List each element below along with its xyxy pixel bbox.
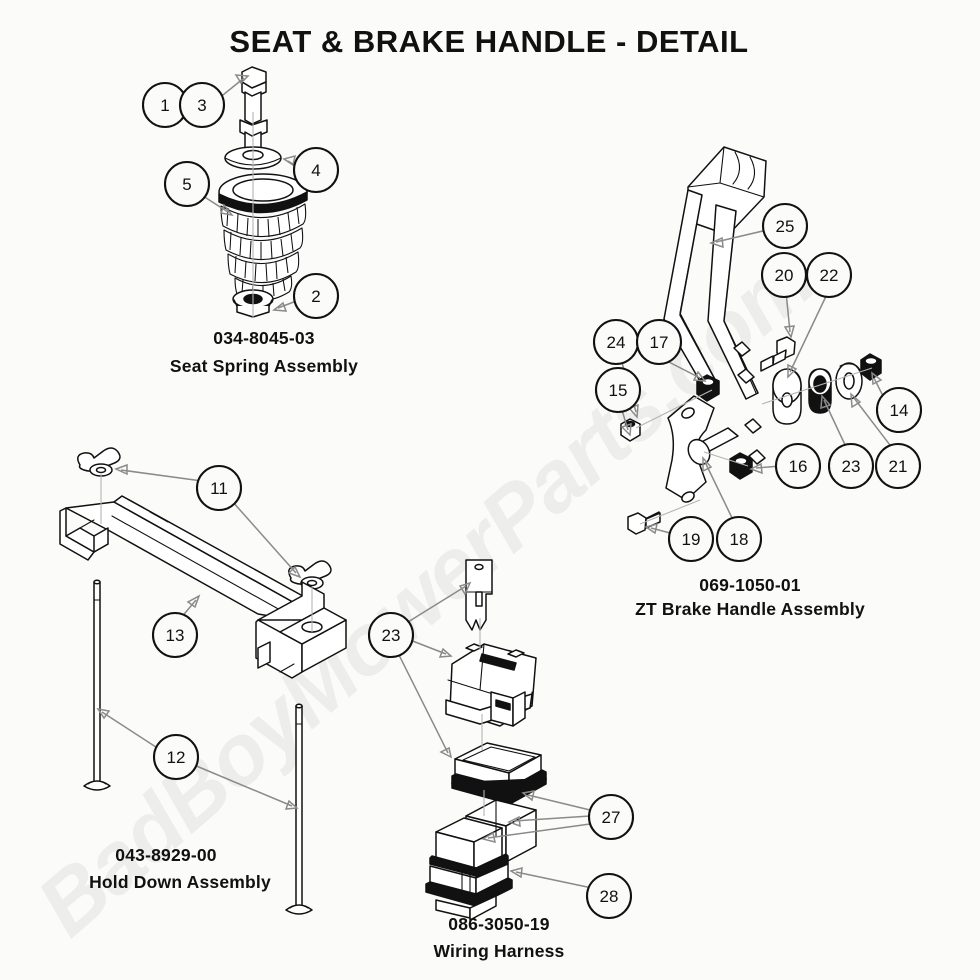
callout-21[interactable]: 21	[874, 442, 922, 490]
hold-down-leaders	[96, 463, 302, 810]
callout-12[interactable]: 12	[152, 733, 200, 781]
callout-20-label: 20	[775, 266, 794, 285]
brake-part-number: 069-1050-01	[699, 575, 801, 595]
callout-4[interactable]: 4	[292, 146, 340, 194]
hold-down-label: Hold Down Assembly	[89, 872, 271, 892]
callout-17[interactable]: 17	[635, 318, 683, 366]
callout-25-label: 25	[776, 217, 795, 236]
callout-28-label: 28	[600, 887, 619, 906]
callout-19-label: 19	[682, 530, 701, 549]
harness-label: Wiring Harness	[433, 941, 564, 961]
callout-27[interactable]: 27	[587, 793, 635, 841]
part-seat-spring	[218, 173, 308, 302]
callout-21-label: 21	[889, 457, 908, 476]
callout-5[interactable]: 5	[163, 160, 211, 208]
callout-15-label: 15	[609, 381, 628, 400]
hold-down-assembly: 043-8929-00 Hold Down Assembly	[59, 447, 347, 915]
zt-brake-handle-assembly: 069-1050-01 ZT Brake Handle Assembly	[620, 146, 894, 619]
part-fuse-box-cover	[445, 643, 537, 727]
callout-14[interactable]: 14	[875, 386, 923, 434]
callout-22[interactable]: 22	[805, 251, 853, 299]
callout-12-label: 12	[167, 748, 186, 767]
callout-5-label: 5	[182, 175, 191, 194]
callout-3[interactable]: 3	[178, 81, 226, 129]
callout-23-harness-label: 23	[382, 626, 401, 645]
part-hold-down-rod-right	[285, 703, 313, 915]
callout-11[interactable]: 11	[195, 464, 243, 512]
hold-down-part-number: 043-8929-00	[115, 845, 217, 865]
part-hold-down-bar	[59, 495, 347, 679]
callout-3-label: 3	[197, 96, 206, 115]
brake-label: ZT Brake Handle Assembly	[635, 599, 865, 619]
brake-axes	[635, 367, 873, 525]
callout-16-label: 16	[789, 457, 808, 476]
harness-part-number: 086-3050-19	[448, 914, 550, 934]
callout-11-label: 11	[210, 479, 228, 498]
wiring-harness-assembly: 086-3050-19 Wiring Harness	[397, 559, 593, 961]
callout-28[interactable]: 28	[585, 872, 633, 920]
callout-bubbles: 1 3 4 5 2 25 20 22	[141, 81, 923, 920]
callout-23[interactable]: 23	[827, 442, 875, 490]
callout-1-label: 1	[160, 96, 169, 115]
callout-27-label: 27	[602, 808, 621, 827]
callout-16[interactable]: 16	[774, 442, 822, 490]
callout-18-label: 18	[730, 530, 749, 549]
callout-13-label: 13	[166, 626, 185, 645]
callout-24[interactable]: 24	[592, 318, 640, 366]
seat-spring-label: Seat Spring Assembly	[170, 356, 358, 376]
seat-spring-assembly: 034-8045-03 Seat Spring Assembly	[170, 66, 358, 376]
callout-23-label: 23	[842, 457, 861, 476]
callout-25[interactable]: 25	[761, 202, 809, 250]
part-harness-relays	[435, 799, 537, 875]
callout-15[interactable]: 15	[594, 366, 642, 414]
callout-24-label: 24	[607, 333, 626, 352]
seat-spring-part-number: 034-8045-03	[213, 328, 315, 348]
callout-13[interactable]: 13	[151, 611, 199, 659]
part-brake-bushing-22	[772, 368, 802, 425]
hold-down-axes	[100, 474, 313, 632]
callout-2-label: 2	[311, 287, 320, 306]
callout-19[interactable]: 19	[667, 515, 715, 563]
part-brake-washer-21	[835, 362, 863, 400]
callout-20[interactable]: 20	[760, 251, 808, 299]
part-hold-down-rod-left	[83, 579, 111, 791]
part-brake-spacer-23	[808, 368, 832, 414]
callout-22-label: 22	[820, 266, 839, 285]
part-brake-bolt-20	[760, 336, 796, 372]
callout-18[interactable]: 18	[715, 515, 763, 563]
callout-4-label: 4	[311, 161, 320, 180]
part-harness-base	[425, 853, 513, 921]
callout-23-harness[interactable]: 23	[367, 611, 415, 659]
callout-17-label: 17	[650, 333, 669, 352]
page-title: SEAT & BRAKE HANDLE - DETAIL	[229, 24, 748, 59]
harness-leaders	[397, 581, 593, 889]
harness-axis	[479, 618, 485, 816]
callout-2[interactable]: 2	[292, 272, 340, 320]
callout-14-label: 14	[890, 401, 909, 420]
